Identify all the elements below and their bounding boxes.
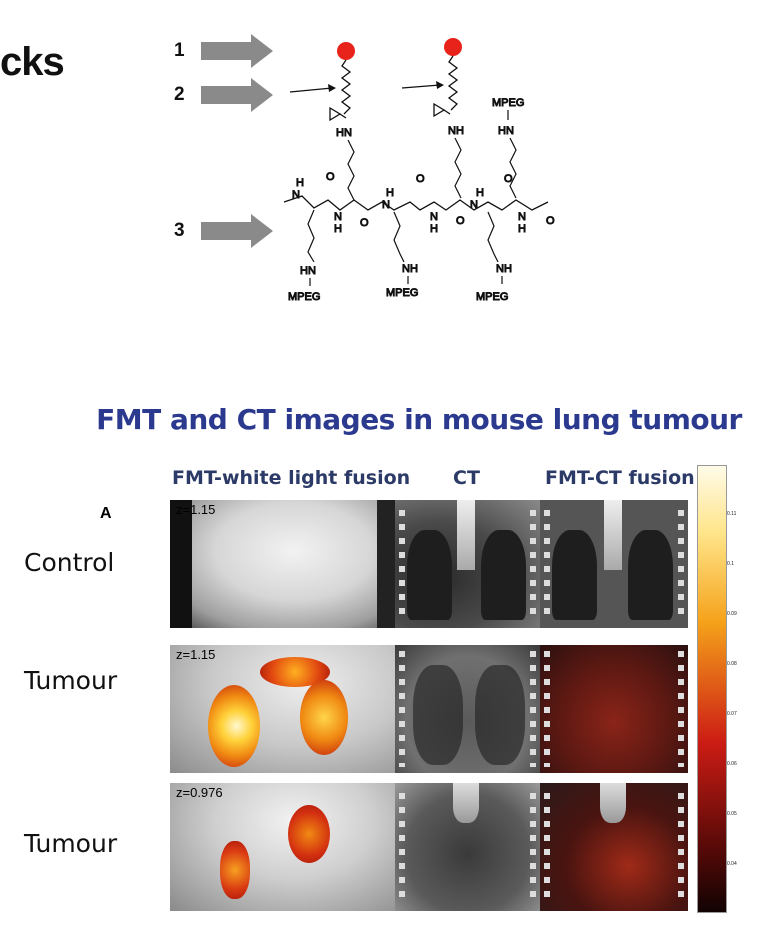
svg-text:N: N [292,189,300,201]
z-label-tumour-1: z=1.15 [176,647,216,662]
colorbar-tick: 0.05 [727,811,737,817]
arrow-1-shape [201,34,273,68]
svg-text:H: H [296,177,304,189]
atom-hn-bottom-1: HN [300,265,316,277]
figure-title: FMT and CT images in mouse lung tumour [96,403,742,436]
row-label-tumour-1: Tumour [24,666,118,695]
image-control-ct [395,500,540,628]
image-tumour-2-fmt-ct-fusion [540,783,688,911]
arrow-3-shape [201,214,273,248]
dye-circle-1 [337,42,355,60]
colorbar-tick: 0.06 [727,761,737,767]
atom-hn-3: HN [498,125,514,137]
svg-text:O: O [456,215,465,227]
image-tumour-1-fmt-white-light: z=1.15 [170,645,395,773]
colorbar-tick: 0.08 [727,661,737,667]
peptide-backbone [283,195,549,211]
svg-text:O: O [504,173,513,185]
image-tumour-1-ct [395,645,540,773]
svg-text:N: N [430,211,438,223]
atom-mpeg-bottom-2: MPEG [386,287,418,299]
colorbar [697,465,727,913]
svg-text:O: O [360,217,369,229]
svg-text:O: O [416,173,425,185]
pointer-arrows [201,34,273,248]
atom-nh-bottom-3: NH [496,263,512,275]
svg-text:N: N [470,199,478,211]
colorbar-tick: 0.1 [727,561,734,567]
atom-mpeg-top: MPEG [492,97,524,109]
atom-nh-2: NH [448,125,464,137]
svg-text:N: N [518,211,526,223]
linker-1 [340,59,352,115]
row-label-tumour-2: Tumour [24,829,118,858]
row-label-control: Control [24,548,115,577]
svg-text:H: H [518,223,526,235]
column-header-fmt-ct-fusion: FMT-CT fusion [545,467,695,489]
atom-mpeg-bottom-1: MPEG [288,291,320,303]
atom-hn-1: HN [336,127,352,139]
svg-text:H: H [476,187,484,199]
column-header-fmt-white-light: FMT-white light fusion [172,467,411,489]
svg-text:O: O [326,171,335,183]
dye-circle-2 [444,38,462,56]
z-label-tumour-2: z=0.976 [176,785,223,800]
colorbar-tick: 0.11 [727,511,737,517]
image-control-fmt-white-light: z=1.15 [170,500,395,628]
svg-text:O: O [546,215,555,227]
atom-nh-bottom-2: NH [402,263,418,275]
svg-text:H: H [386,187,394,199]
arrow-label-3: 3 [174,220,185,241]
image-tumour-1-fmt-ct-fusion [540,645,688,773]
arrow-label-1: 1 [174,40,185,61]
colorbar-tick: 0.09 [727,611,737,617]
svg-text:N: N [334,211,342,223]
column-header-ct: CT [453,467,480,489]
image-control-fmt-ct-fusion [540,500,688,628]
z-label-control: z=1.15 [176,502,216,517]
svg-text:H: H [430,223,438,235]
colorbar-tick: 0.07 [727,711,737,717]
peptide-structure-diagram: HN NH MPEG HN H N O N H O H N O N H O H … [283,38,556,304]
arrow-label-2: 2 [174,84,185,105]
svg-text:H: H [334,223,342,235]
linker-2 [447,55,459,111]
svg-text:N: N [382,199,390,211]
image-tumour-2-ct [395,783,540,911]
image-tumour-2-fmt-white-light: z=0.976 [170,783,395,911]
arrow-2-shape [201,78,273,112]
colorbar-tick: 0.04 [727,861,737,867]
slide-title-fragment: cks [0,40,65,84]
panel-letter: A [100,505,112,522]
atom-mpeg-bottom-3: MPEG [476,291,508,303]
